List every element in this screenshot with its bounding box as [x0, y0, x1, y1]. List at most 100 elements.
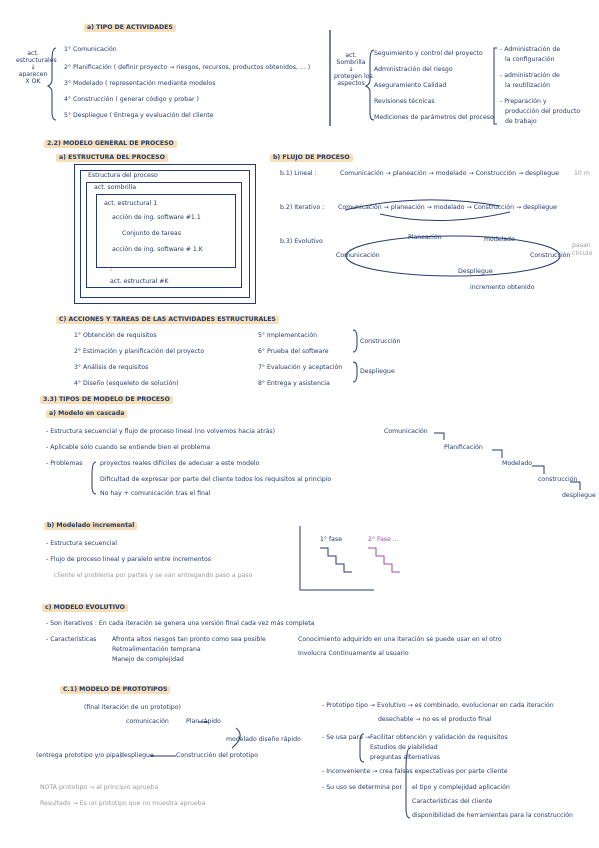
proto-determined-3: disponibilidad de herramientas para la c…: [412, 812, 573, 819]
incremental-line-1: - Estructura secuencial: [46, 540, 117, 547]
subtitle-incremental: b) Modelado incremental: [44, 522, 138, 530]
outer-box-label: Estructura del proceso: [88, 172, 158, 179]
linear-flow: Comunicación → planeación → modelado → C…: [340, 170, 559, 177]
proto-use-3: preguntas alternativas: [370, 754, 441, 761]
action-item: 5° Implementación: [258, 332, 318, 339]
linear-label: b.1) Lineal :: [280, 170, 317, 177]
evolutive-line-1: - Son iterativos : En cada iteración se …: [46, 620, 315, 627]
feature-2: Retroalimentación temprana: [112, 646, 201, 653]
ellipsis: :: [110, 266, 113, 273]
action-item: 6° Prueba del software: [258, 348, 329, 355]
proto-node-plan: Plan rápido: [186, 718, 221, 725]
activity-item: 3° Modelado ( representación mediante mo…: [64, 80, 216, 87]
feature-4: Conocimiento adquirido en una iteración …: [298, 636, 502, 643]
structural-label-1: act.: [27, 50, 39, 57]
umbrella-box-label: act. sombrilla: [94, 184, 137, 191]
proto-determined-label: - Su uso se determina por: [322, 784, 402, 791]
action-item: 1° Obtención de requisitos: [74, 332, 157, 339]
proto-use-1: Facilitar obtención y validación de requ…: [370, 734, 508, 741]
umbrella-extra: - administración de: [500, 72, 560, 79]
incremental-note: cliente el problema por partes y se van …: [54, 572, 253, 579]
proto-drawback: - Inconveniente → crea falsas expectativ…: [322, 768, 508, 775]
proto-node-construction: Construcción del prototipo: [176, 752, 258, 759]
structural-k: act. estructural #K: [110, 278, 169, 285]
cascade-step-1: Comunicación: [384, 428, 428, 435]
phase-1-label: 1° fase: [320, 536, 342, 543]
umbrella-label-3: ↓: [348, 66, 354, 73]
subtitle-waterfall: a) Modelo en cascada: [46, 410, 128, 418]
umbrella-extra: la configuración: [505, 56, 555, 63]
activity-item: 2° Planificación ( definir proyecto → ri…: [64, 64, 311, 71]
software-action-1: acción de ing. software #1.1: [112, 214, 201, 221]
activity-item: 1° Comunicación: [64, 46, 117, 53]
umbrella-extra: producción del producto: [505, 108, 581, 115]
evolutive-features-label: - Características: [46, 636, 97, 643]
structural-box: [96, 194, 236, 268]
structural-label-2: estructurales: [16, 57, 57, 64]
proto-node-modeling: modelado diseño rápido: [226, 736, 301, 743]
subtitle-process-flow: b) FLUJO DE PROCESO: [270, 154, 353, 162]
evo-node-communication: Comunicación: [336, 252, 380, 259]
proto-gray-note-1: NOTA prototipo → al principio aprueba: [40, 784, 159, 791]
structural-box-label: act. estructural 1: [104, 200, 158, 207]
umbrella-item: Seguimiento y control del proyecto: [374, 50, 483, 57]
subtitle-evolutive: c) MODELO EVOLUTIVO: [42, 604, 128, 612]
subtitle-prototypes: C.1) MODELO DE PROTOTIPOS: [60, 686, 171, 694]
tag-construction: Construcción: [360, 338, 401, 345]
section-title-general-model: 2.2) MODELO GENERAL DE PROCESO: [44, 140, 177, 148]
umbrella-extra: - Preparación y: [500, 98, 547, 105]
process-structure-box: [74, 164, 256, 304]
problem-3: No hay + comunicación tras el final: [100, 490, 211, 497]
incremental-line-2: - Flujo de proceso lineal y paralelo ent…: [46, 556, 211, 563]
waterfall-line-2: - Aplicable sólo cuando se entiende bien…: [46, 444, 211, 451]
action-item: 8° Entrega y asistencia: [258, 380, 330, 387]
section-title-model-types: 3.3) TIPOS DE MODELO DE PROCESO: [40, 396, 173, 404]
umbrella-label-1: act.: [345, 52, 357, 59]
linear-note: 10 m: [574, 170, 590, 177]
waterfall-line-1: - Estructura secuencial y flujo de proce…: [46, 428, 276, 435]
proto-use-2: Estudios de viabilidad: [370, 744, 438, 751]
evo-node-deployment: Despliegue: [458, 268, 493, 275]
umbrella-item: Revisiones técnicas: [374, 98, 435, 105]
proto-node-deployment: despliegue: [120, 752, 154, 759]
umbrella-label-5: aspectos: [337, 80, 365, 87]
proto-determined-1: el tipo y complejidad aplicación: [412, 784, 510, 791]
structural-label: act. estructurales ↓ aparecen X OK: [16, 50, 57, 85]
evo-note-2: círculo: [572, 250, 593, 257]
phase-2-label: 2° Fase ...: [368, 536, 399, 543]
evo-note-1: pasan: [572, 242, 591, 249]
structural-label-4: aparecen: [18, 71, 48, 78]
problem-1: proyectos reales difíciles de adecuar a …: [100, 460, 260, 467]
problem-2: Dificultad de expresar por parte del cli…: [100, 476, 332, 483]
evo-node-construction: Construcción: [530, 252, 571, 259]
structural-label-5: X OK: [25, 78, 41, 85]
umbrella-label-4: protegen los: [334, 73, 373, 80]
feature-5: Involucra Continuamente al usuario: [298, 650, 409, 657]
proto-node-communication: comunicación: [126, 718, 169, 725]
proto-determined-2: Características del cliente: [412, 798, 493, 805]
cascade-step-4: construcción: [538, 476, 578, 483]
activity-item: 5° Despliegue ( Entrega y evaluación del…: [64, 112, 214, 119]
iterative-label: b.2) Iterativo :: [280, 204, 325, 211]
cascade-step-3: Modelado: [502, 460, 533, 467]
evo-node-modeling: modelado: [484, 236, 515, 243]
process-structure-inner-box: [80, 170, 250, 298]
prototypes-subtitle: (final iteración de un prototipo): [84, 704, 181, 711]
feature-3: Manejo de complejidad: [112, 656, 184, 663]
task-set: Conjunto de tareas: [122, 230, 181, 237]
umbrella-extra: de trabajo: [505, 118, 537, 125]
umbrella-item: Mediciones de parámetros del proceso: [374, 114, 494, 121]
umbrella-item: Administración del riesgo: [374, 66, 453, 73]
action-item: 4° Diseño (esqueleto de solución): [74, 380, 179, 387]
section-title-activity-types: a) TIPO DE ACTIVIDADES: [84, 24, 176, 32]
evo-node-planning: Planeación: [408, 234, 442, 241]
tag-deployment: Despliegue: [360, 368, 395, 375]
umbrella-label-2: Sombrilla: [336, 59, 366, 66]
cascade-step-5: despliegue: [562, 492, 596, 499]
cascade-step-2: Planificación: [444, 444, 483, 451]
software-action-k: acción de ing. software # 1.K: [112, 246, 203, 253]
proto-gray-note-2: Resultado → Es un prototipo que no muest…: [40, 800, 206, 807]
umbrella-item: Aseguramiento Calidad: [374, 82, 447, 89]
umbrella-box: [86, 182, 242, 288]
